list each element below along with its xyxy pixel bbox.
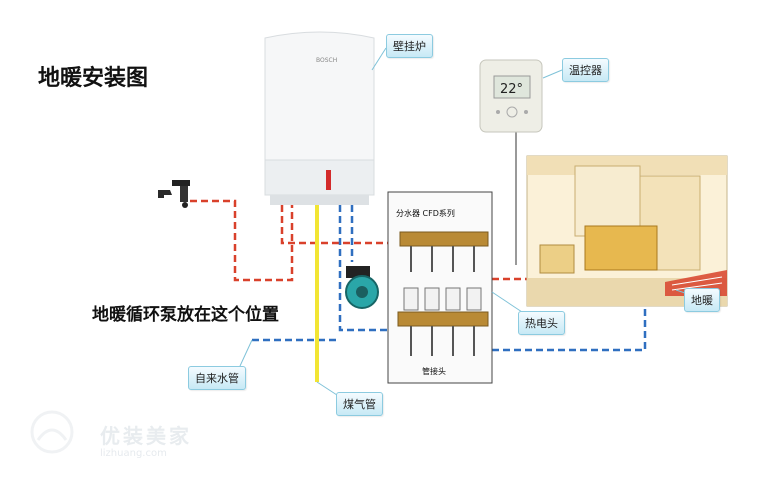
pump-position-note: 地暖循环泵放在这个位置: [92, 305, 279, 325]
manifold-supply-bar: [399, 231, 489, 247]
manifold-brand-label: 分水器 CFD系列: [396, 208, 455, 218]
cold-pipe-floor-return: [492, 305, 647, 352]
callout-thermal-actuator: 热电头: [518, 311, 565, 335]
watermark-text: 优装美家: [100, 424, 192, 448]
callout-gas-pipe: 煤气管: [336, 392, 383, 416]
hot-pipe-boiler-to-manifold: [280, 205, 405, 245]
watermark-url: lizhuang.com: [100, 448, 167, 459]
pipe-fitting-label: 管接头: [422, 366, 446, 376]
watermark-logo-icon: [30, 410, 74, 454]
manifold-outlets: [410, 246, 475, 356]
callout-floor-heating: 地暖: [684, 288, 720, 312]
boiler-indicator-light: [326, 170, 331, 190]
page-title: 地暖安装图: [38, 66, 149, 91]
thermal-actuators: [403, 287, 482, 311]
callout-boiler: 壁挂炉: [386, 34, 433, 58]
callout-tap-water: 自来水管: [188, 366, 246, 390]
manifold-assembly: 分水器 CFD系列 管接头: [387, 191, 493, 384]
boiler-brand: BOSCH: [316, 57, 337, 64]
cold-pipe-return: [338, 205, 390, 332]
room-sofa: [584, 225, 658, 271]
hot-water-pipes: [190, 199, 532, 282]
thermostat-display: 22°: [500, 82, 523, 97]
manifold-return-bar: [397, 311, 489, 327]
room-illustration: [526, 155, 728, 307]
hot-pipe-tap: [190, 199, 294, 282]
callout-thermostat: 温控器: [562, 58, 609, 82]
cold-water-pipes: [252, 205, 647, 352]
circulation-pump: [345, 266, 379, 309]
callout-leaders: [239, 47, 689, 398]
faucet-icon: [158, 180, 190, 208]
thermostat-device: 22°: [479, 59, 543, 133]
wall-boiler: BOSCH: [264, 31, 375, 205]
